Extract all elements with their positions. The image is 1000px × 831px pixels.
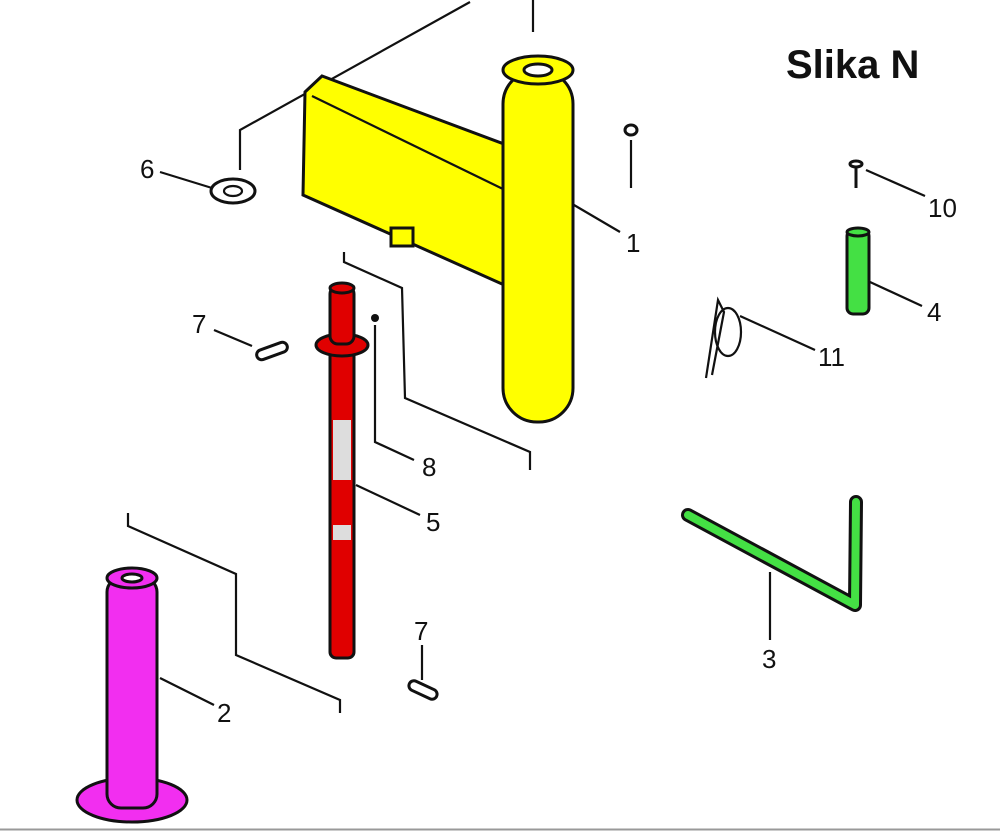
part-1-column (501, 68, 575, 424)
part-6-washer (209, 177, 257, 205)
label-4: 4 (927, 297, 941, 327)
label-7-upper: 7 (192, 309, 206, 339)
part-7-pin-upper (255, 340, 289, 362)
label-7-lower: 7 (414, 616, 428, 646)
label-3: 3 (762, 644, 776, 674)
part-4-sleeve (845, 226, 871, 316)
label-1: 1 (626, 228, 640, 258)
label-11: 11 (818, 342, 845, 372)
part-7-pin-lower (407, 679, 439, 701)
assembly-brackets (126, 0, 535, 713)
small-screw (623, 123, 639, 188)
part-1-frame-tee (301, 54, 575, 424)
label-10: 10 (928, 193, 957, 223)
label-2: 2 (217, 698, 231, 728)
leader-lines (159, 168, 926, 706)
part-3-l-bar (681, 495, 863, 612)
part-5-threaded-rod (314, 281, 370, 660)
label-6: 6 (140, 154, 154, 184)
part-2-base-post (75, 566, 189, 824)
part-10-screw (848, 159, 864, 188)
label-8: 8 (422, 452, 436, 482)
figure-title: Slika N (786, 43, 919, 87)
part-11-clip (704, 296, 743, 379)
part-8-ball (371, 314, 379, 322)
label-5: 5 (426, 507, 440, 537)
